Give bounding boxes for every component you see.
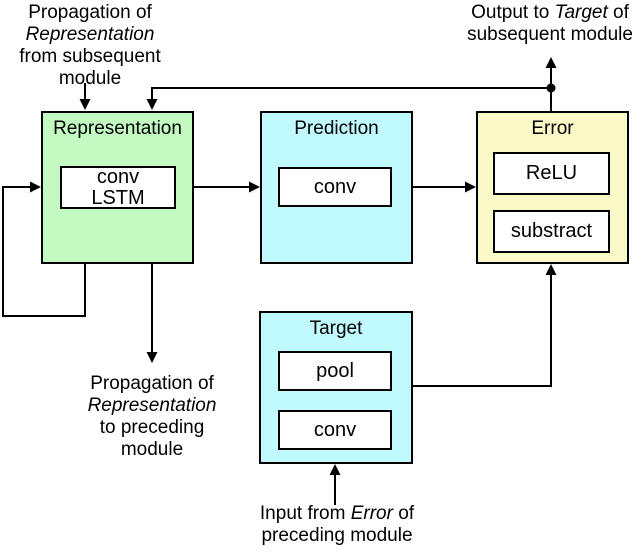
- conv-lstm-box: conv LSTM: [60, 166, 176, 209]
- label-propagation-to-preceding: Propagation of Representation to precedi…: [59, 373, 245, 461]
- op-label: conv: [313, 175, 357, 198]
- arrowhead-into-error-bottom: [545, 264, 557, 275]
- label-line: Propagation of: [28, 2, 152, 23]
- label-output-to-target: Output to Target of subsequent module: [455, 2, 640, 46]
- relu-box: ReLU: [493, 152, 610, 195]
- op-label: conv: [313, 418, 357, 441]
- target-title: Target: [309, 318, 363, 339]
- label-line: module: [58, 68, 122, 89]
- target-module: Target pool conv: [259, 311, 413, 464]
- target-to-error-line: [413, 273, 552, 387]
- arrowhead-into-error-left: [465, 181, 476, 193]
- error-module: Error ReLU substract: [476, 111, 629, 264]
- arrowhead-into-representation-top-right: [146, 99, 158, 110]
- label-line: Representation: [87, 395, 217, 416]
- label-line: to preceding: [99, 417, 205, 438]
- conv-box: conv: [278, 167, 392, 207]
- substract-box: substract: [493, 210, 610, 253]
- label-line: Input from Error of: [259, 503, 415, 524]
- label-line: Output to Target of: [471, 2, 629, 23]
- prediction-module: Prediction conv: [260, 111, 413, 264]
- op-label: substract: [510, 220, 593, 242]
- label-line: Representation: [25, 24, 155, 45]
- op-label: ReLU: [525, 162, 578, 184]
- label-line: Propagation of: [90, 373, 214, 394]
- op-label: pool: [316, 359, 354, 382]
- arrowhead-recurrent-loop: [30, 181, 41, 193]
- arrowhead-into-target-bottom: [329, 464, 341, 475]
- representation-title: Representation: [53, 118, 182, 139]
- junction-dot: [546, 83, 556, 93]
- label-line: subsequent module: [467, 24, 633, 45]
- op-label: conv: [96, 165, 140, 188]
- op-label: LSTM: [91, 186, 145, 209]
- prediction-title: Prediction: [294, 118, 379, 139]
- label-line: module: [120, 439, 184, 460]
- representation-broadcast-line: [151, 87, 551, 101]
- representation-module: Representation conv LSTM: [41, 111, 194, 264]
- label-line: preceding module: [261, 525, 413, 546]
- arrowhead-into-representation-top-left: [79, 99, 91, 110]
- arrowhead-error-output-up: [545, 57, 557, 68]
- label-line: from subsequent: [19, 46, 161, 67]
- label-propagation-from-subsequent: Propagation of Representation from subse…: [5, 2, 175, 90]
- error-title: Error: [531, 118, 574, 139]
- target-conv-box: conv: [278, 410, 392, 450]
- arrowhead-into-prediction: [249, 181, 260, 193]
- arrowhead-propagation-down: [146, 352, 158, 363]
- pool-box: pool: [278, 351, 392, 391]
- label-input-from-error: Input from Error of preceding module: [239, 503, 435, 547]
